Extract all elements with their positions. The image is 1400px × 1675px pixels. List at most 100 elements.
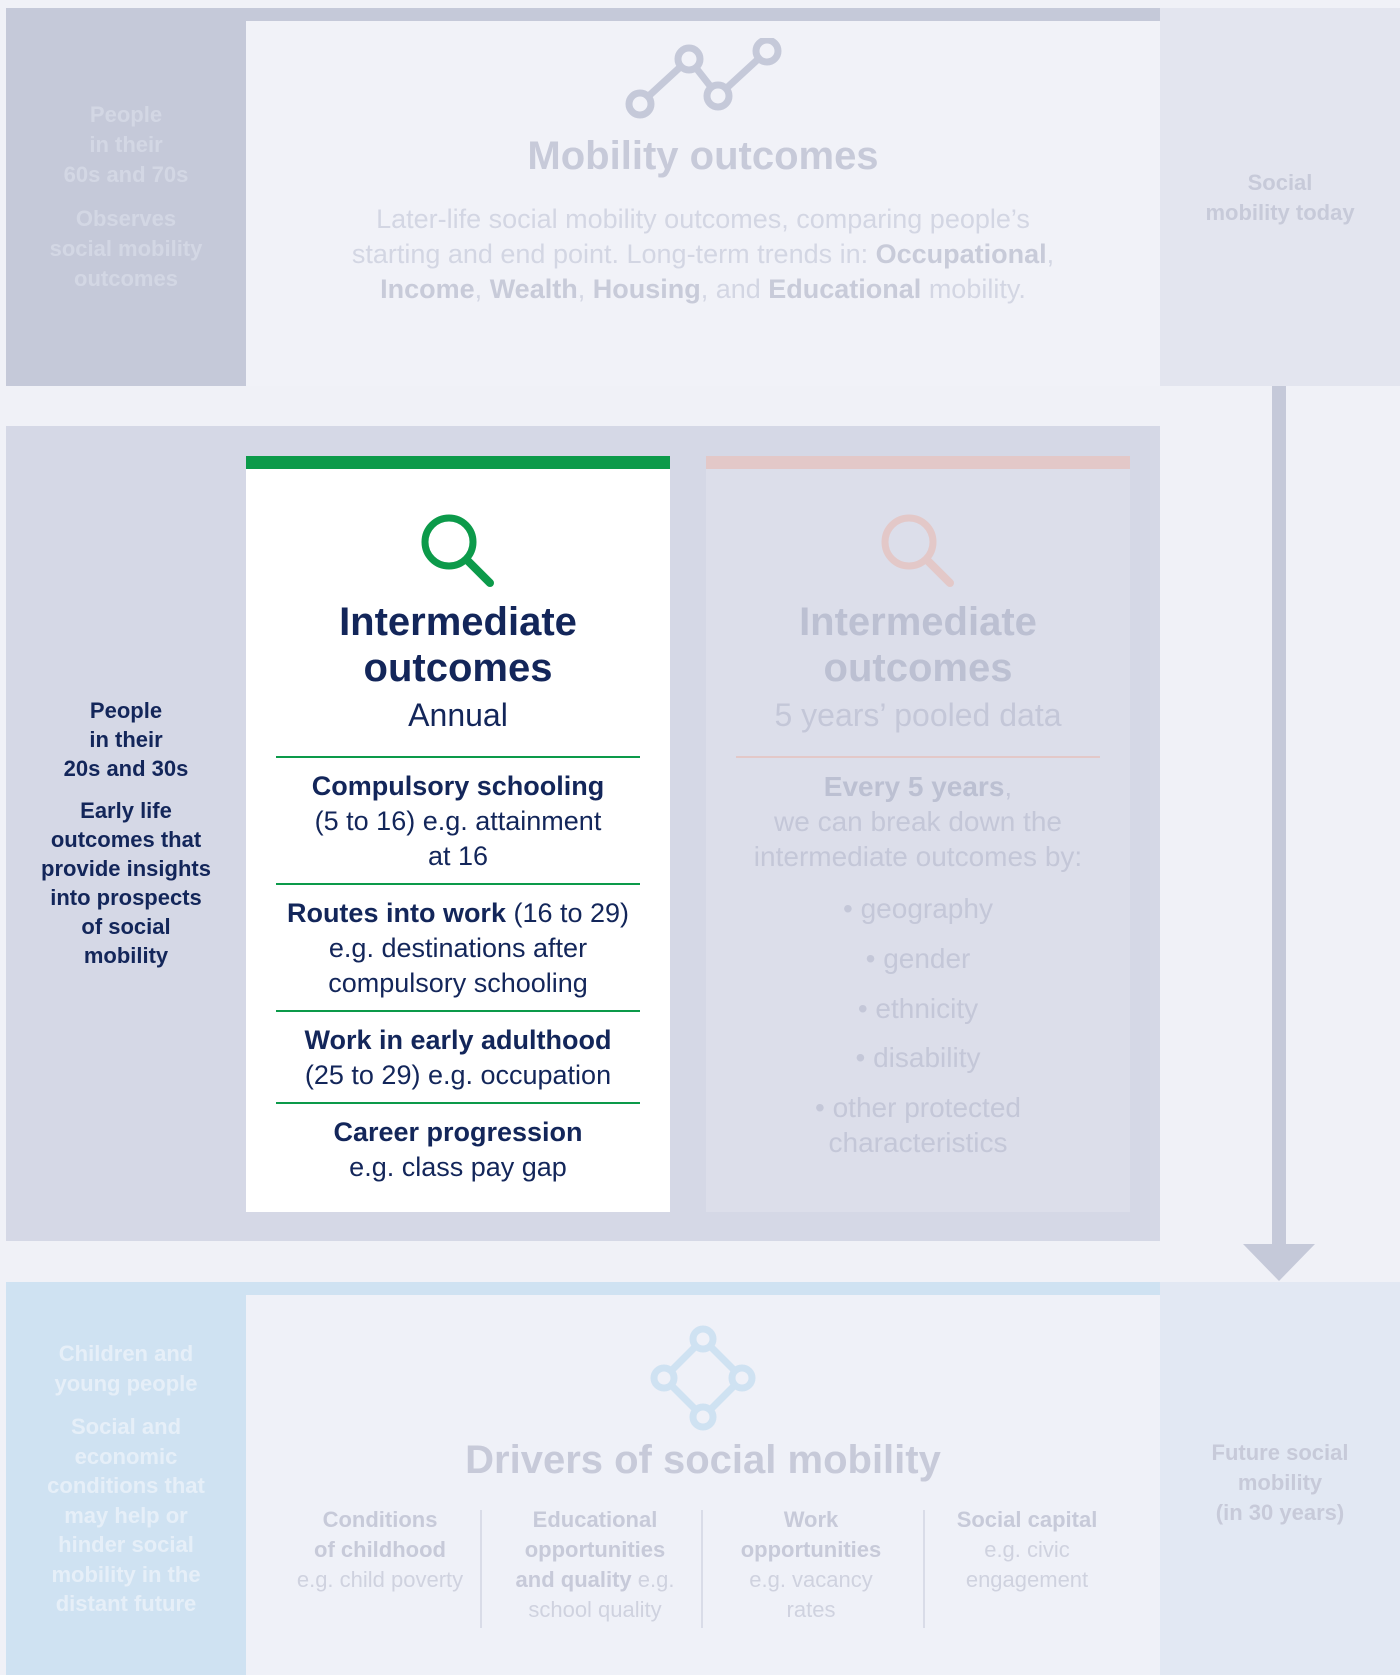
breakdown-item-gender: • gender — [865, 943, 971, 974]
outcome-item-routes-into-work: Routes into work (16 to 29) e.g. destina… — [256, 896, 660, 1001]
bottom-side-panel: Children and young people Social and eco… — [6, 1282, 246, 1675]
driver-text: engagement — [965, 1567, 1089, 1592]
desc-text: starting and end point. Long-term trends… — [351, 239, 876, 269]
pooled-outcomes-card: Intermediate outcomes 5 years’ pooled da… — [706, 456, 1130, 1212]
pooled-intro-text: , — [1004, 771, 1013, 802]
outcome-item-work-in-early-adulthood: Work in early adulthood (25 to 29) e.g. … — [256, 1023, 660, 1093]
driver-text: e.g. — [631, 1567, 675, 1592]
desc-line: Income, Wealth, Housing, and Educational… — [266, 272, 1140, 307]
bottom-strip — [246, 1282, 1160, 1295]
driver-divider — [480, 1510, 482, 1628]
line-chart-icon — [625, 38, 782, 119]
middle-side-line: 20s and 30s — [63, 756, 189, 781]
bottom-side-line: young people — [54, 1371, 198, 1396]
driver-heading: opportunities — [524, 1537, 666, 1562]
breakdown-item-ethnicity: • ethnicity — [857, 993, 979, 1024]
pooled-title-line: Intermediate — [799, 600, 1037, 644]
bullet-line: characteristics — [828, 1127, 1008, 1158]
driver-educational-opportunities: Educational opportunities and quality e.… — [490, 1505, 700, 1625]
right-label-line: Social — [1247, 170, 1313, 195]
pooled-card-title: Intermediate outcomes — [706, 599, 1130, 691]
middle-side-age: People in their 20s and 30s — [6, 696, 246, 783]
annual-title-line: Intermediate — [339, 600, 577, 644]
item-line: (5 to 16) e.g. attainment — [314, 806, 602, 836]
top-side-desc-line: social mobility — [49, 236, 203, 261]
desc-bold: Occupational — [875, 239, 1047, 269]
mobility-outcomes-description: Later-life social mobility outcomes, com… — [266, 202, 1140, 307]
driver-heading: and quality — [515, 1567, 632, 1592]
middle-side-line: in their — [89, 727, 163, 752]
bullet-line: • other protected — [815, 1092, 1021, 1123]
bottom-side-desc-line: mobility in the — [51, 1561, 201, 1587]
item-heading: Compulsory schooling — [311, 771, 605, 801]
item-line: e.g. destinations after — [328, 933, 588, 963]
desc-line: Later-life social mobility outcomes, com… — [376, 204, 1030, 234]
bottom-side-desc-line: economic — [74, 1443, 178, 1469]
top-strip — [246, 8, 1160, 21]
desc-bold: Income — [380, 274, 475, 304]
top-side-desc-line: Observes — [75, 206, 177, 231]
driver-divider — [701, 1510, 703, 1628]
bottom-side-desc-line: hinder social — [58, 1532, 194, 1557]
driver-text: school quality — [528, 1597, 662, 1622]
desc-text: , and — [700, 274, 769, 304]
desc-bold: Wealth — [489, 274, 578, 304]
pooled-card-subtitle: 5 years’ pooled data — [774, 697, 1062, 733]
item-heading: Work in early adulthood — [304, 1025, 612, 1055]
timeline-arrow-shaft — [1272, 386, 1286, 1248]
item-line: e.g. class pay gap — [349, 1152, 567, 1182]
social-mobility-today-label: Social mobility today — [1160, 168, 1400, 228]
right-label-line: mobility — [1237, 1470, 1323, 1495]
pooled-intro: Every 5 years, we can break down the int… — [706, 769, 1130, 874]
item-line: at 16 — [427, 841, 489, 871]
mobility-outcomes-title: Mobility outcomes — [527, 134, 879, 178]
driver-heading: Educational — [532, 1507, 658, 1532]
item-heading: Routes into work — [286, 898, 506, 928]
driver-heading: Social capital — [956, 1507, 1098, 1532]
driver-heading: of childhood — [314, 1537, 446, 1562]
timeline-panel-future: Future social mobility (in 30 years) — [1160, 1282, 1400, 1675]
pooled-intro-bold: Every 5 years — [823, 771, 1005, 802]
right-label-line: (in 30 years) — [1215, 1500, 1345, 1525]
future-social-mobility-label: Future social mobility (in 30 years) — [1160, 1438, 1400, 1528]
bottom-side-desc-line: distant future — [55, 1591, 197, 1616]
driver-text: e.g. vacancy — [749, 1567, 873, 1592]
timeline-panel-today: Social mobility today — [1160, 8, 1400, 386]
desc-line: starting and end point. Long-term trends… — [266, 237, 1140, 272]
bottom-side-age: Children and young people — [6, 1339, 246, 1399]
breakdown-item-other-protected: • other protected characteristics — [706, 1090, 1130, 1160]
desc-bold: Housing — [592, 274, 701, 304]
top-side-line: in their — [89, 132, 163, 157]
divider — [276, 756, 640, 758]
bottom-side-desc-line: Social and — [70, 1414, 182, 1439]
magnifier-icon — [421, 514, 494, 587]
middle-side-desc-line: mobility — [83, 943, 169, 968]
top-side-age: People in their 60s and 70s — [6, 100, 246, 190]
bottom-side-desc-line: may help or — [64, 1502, 188, 1528]
driver-text: rates — [786, 1597, 836, 1622]
down-arrow-icon — [1243, 1244, 1315, 1281]
middle-side-desc-line: provide insights — [41, 856, 211, 881]
pooled-title-line: outcomes — [823, 646, 1013, 690]
middle-side-desc-line: Early life — [80, 798, 172, 823]
middle-side-desc-line: outcomes that — [50, 827, 202, 852]
right-label-line: Future social — [1211, 1440, 1349, 1465]
driver-text: e.g. child poverty — [296, 1567, 464, 1592]
item-text: (16 to 29) — [505, 898, 630, 928]
middle-side-line: People — [89, 698, 163, 723]
divider — [276, 1102, 640, 1104]
top-side-desc-line: outcomes — [74, 266, 178, 291]
annual-card-subtitle: Annual — [408, 697, 508, 733]
divider — [276, 883, 640, 885]
bottom-side-line: Children and — [58, 1341, 194, 1366]
middle-side-desc-line: of social — [81, 914, 171, 939]
breakdown-item-disability: • disability — [855, 1042, 981, 1073]
driver-heading: Conditions — [322, 1507, 438, 1532]
desc-text: , — [577, 274, 593, 304]
item-heading: Career progression — [333, 1117, 583, 1147]
desc-text: , — [1046, 239, 1055, 269]
middle-side-desc-line: into prospects — [50, 885, 202, 910]
divider — [276, 1010, 640, 1012]
pooled-intro-line: we can break down the — [774, 806, 1062, 837]
driver-heading: Work — [783, 1507, 839, 1532]
